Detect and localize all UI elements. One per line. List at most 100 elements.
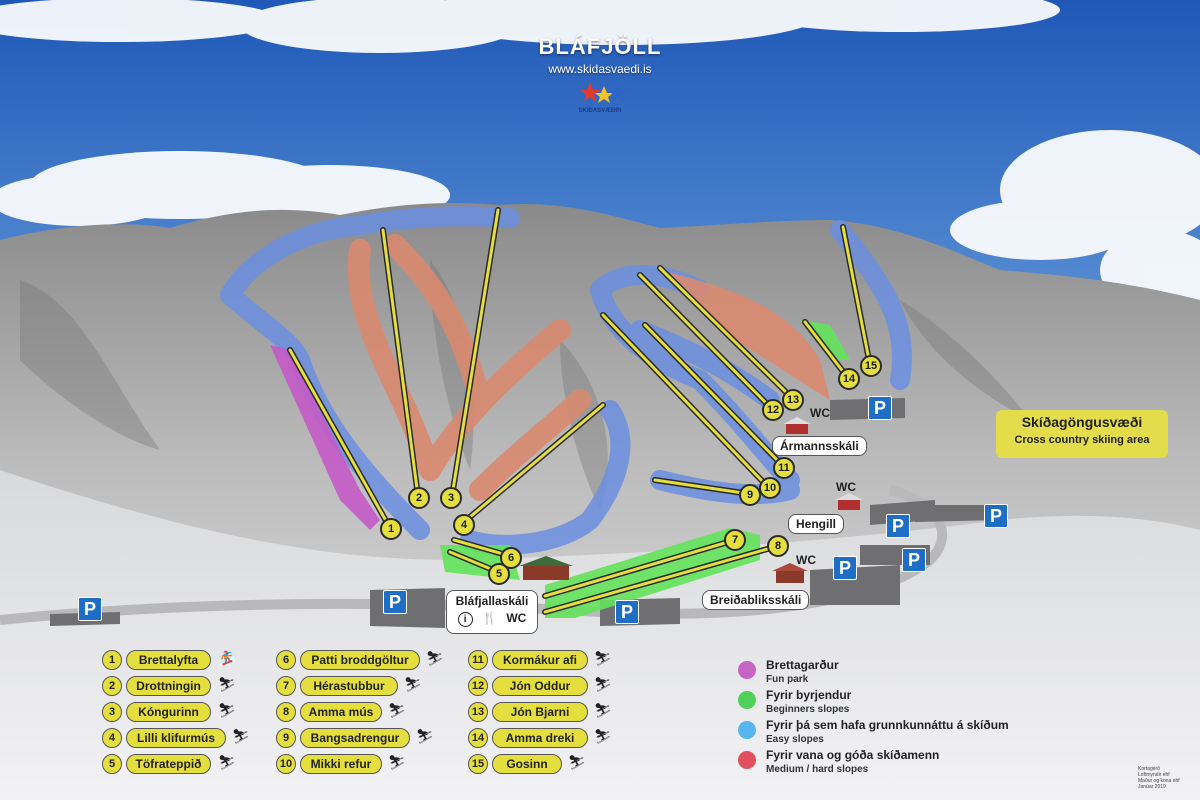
info-icon: i: [457, 612, 473, 627]
credit-line: Janúar 2019: [1138, 784, 1166, 790]
legend-lift-number: 7: [276, 676, 296, 696]
logo-text: SKÍÐASVÆÐIN: [578, 108, 622, 114]
legend-lift-number: 11: [468, 650, 488, 670]
credit-line: Maður og kona ehf: [1138, 778, 1180, 784]
legend-lift-number: 10: [276, 754, 296, 774]
tbar-icon: ⛷: [404, 676, 422, 692]
lift-marker-3[interactable]: 3: [440, 487, 462, 509]
lodge-facilities: i 🍴 WC: [447, 611, 537, 627]
beginner-swatch: [738, 691, 756, 709]
hard-swatch: [738, 751, 756, 769]
legend-lift-number: 4: [102, 728, 122, 748]
place-blafjallaskali[interactable]: Bláfjallaskáli i 🍴 WC: [446, 590, 538, 634]
carpet-icon: ⛷: [568, 754, 586, 770]
legend-lift-number: 14: [468, 728, 488, 748]
lift-marker-12[interactable]: 12: [762, 399, 784, 421]
lift-marker-8[interactable]: 8: [767, 535, 789, 557]
wc-hengill: WC: [836, 480, 856, 494]
parking-icon[interactable]: P: [833, 556, 857, 580]
lift-marker-2[interactable]: 2: [408, 487, 430, 509]
legend-lift-name: Töfrateppið: [126, 754, 211, 774]
funpark-swatch: [738, 661, 756, 679]
tbar-icon: ⛷: [388, 702, 406, 718]
legend-lift-name: Jón Oddur: [492, 676, 588, 696]
lift-marker-9[interactable]: 9: [739, 484, 761, 506]
legend-lift-name: Amma mús: [300, 702, 382, 722]
snowboard-icon: 🏂: [218, 650, 236, 666]
legend-lift-name: Gosinn: [492, 754, 562, 774]
legend-lift-number: 8: [276, 702, 296, 722]
chairlift-icon: ⛷: [218, 676, 236, 692]
tbar-icon: ⛷: [594, 650, 612, 666]
wc-blafjallaskali: WC: [506, 611, 527, 625]
rope-tow-icon: ⛷: [416, 728, 434, 744]
slope-title: Fyrir vana og góða skíðamenn: [766, 748, 940, 762]
chairlift-icon: ⛷: [218, 702, 236, 718]
rope-tow-icon: ⛷: [426, 650, 444, 666]
lift-marker-1[interactable]: 1: [380, 518, 402, 540]
tbar-icon: ⛷: [594, 676, 612, 692]
parking-icon[interactable]: P: [615, 600, 639, 624]
tbar-icon: ⛷: [594, 728, 612, 744]
place-armannsskali[interactable]: Ármannsskáli: [772, 436, 867, 456]
credit-line: Loftmyndir ehf: [1138, 772, 1170, 778]
place-breidabliksskali[interactable]: Breiðabliksskáli: [702, 590, 810, 610]
tbar-icon: ⛷: [388, 754, 406, 770]
lift-marker-4[interactable]: 4: [453, 514, 475, 536]
parking-icon[interactable]: P: [902, 548, 926, 572]
lift-marker-11[interactable]: 11: [773, 457, 795, 479]
legend-lift-number: 6: [276, 650, 296, 670]
parking-icon[interactable]: P: [984, 504, 1008, 528]
legend-lift-name: Lilli klifurmús: [126, 728, 226, 748]
easy-swatch: [738, 721, 756, 739]
lift-marker-6[interactable]: 6: [500, 547, 522, 569]
legend-lift-name: Kóngurinn: [126, 702, 211, 722]
credit-line: Kortagerð: [1138, 766, 1160, 772]
legend-lift-number: 3: [102, 702, 122, 722]
slope-subtitle: Medium / hard slopes: [766, 764, 869, 775]
legend-lift-number: 2: [102, 676, 122, 696]
fork-knife-icon: 🍴: [482, 611, 497, 625]
slope-title: Brettagarður: [766, 658, 839, 672]
lift-marker-15[interactable]: 15: [860, 355, 882, 377]
lift-marker-14[interactable]: 14: [838, 368, 860, 390]
parking-icon[interactable]: P: [78, 597, 102, 621]
website-link[interactable]: www.skidasvaedi.is: [548, 62, 652, 76]
place-hengill[interactable]: Hengill: [788, 514, 845, 534]
parking-icon[interactable]: P: [868, 396, 892, 420]
lift-marker-10[interactable]: 10: [759, 477, 781, 499]
legend-lift-name: Brettalyfta: [126, 650, 211, 670]
lift-marker-13[interactable]: 13: [782, 389, 804, 411]
lift-marker-7[interactable]: 7: [724, 529, 746, 551]
blafjallaskali-label: Bláfjallaskáli: [455, 594, 529, 608]
parking-icon[interactable]: P: [886, 514, 910, 538]
parking-icon[interactable]: P: [383, 590, 407, 614]
carpet-icon: ⛷: [218, 754, 236, 770]
lift-marker-5[interactable]: 5: [488, 563, 510, 585]
legend-lift-number: 12: [468, 676, 488, 696]
cross-country-title: Skíðagöngusvæði: [1021, 414, 1143, 430]
tbar-icon: ⛷: [232, 728, 250, 744]
wc-breidabliksskali: WC: [796, 553, 816, 567]
legend-lift-name: Kormákur afi: [492, 650, 588, 670]
legend-lift-number: 5: [102, 754, 122, 774]
legend-lift-number: 9: [276, 728, 296, 748]
legend-lift-name: Amma dreki: [492, 728, 588, 748]
cross-country-area[interactable]: Skíðagöngusvæði Cross country skiing are…: [996, 410, 1168, 458]
